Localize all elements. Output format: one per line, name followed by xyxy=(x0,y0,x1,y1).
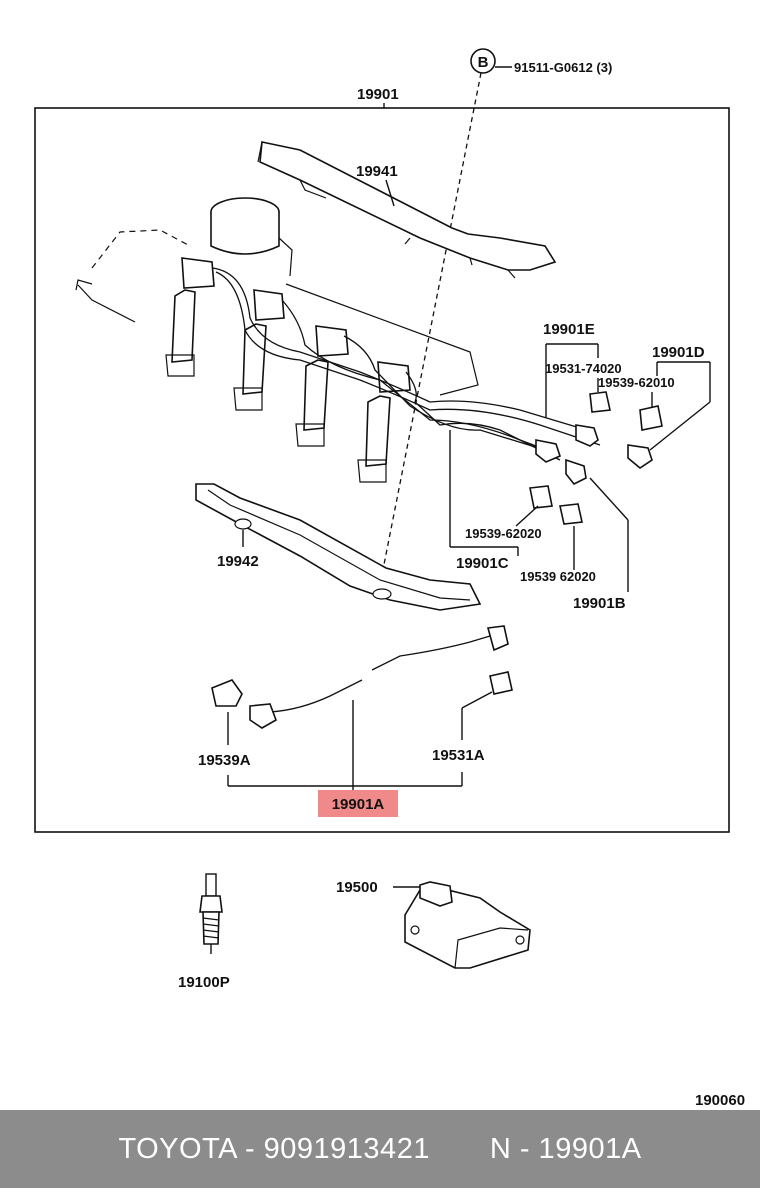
spark-plug-part xyxy=(199,873,223,954)
cord-end-c xyxy=(535,439,561,463)
label-cord-e: 19901E xyxy=(543,321,595,338)
cord-end-d xyxy=(627,444,653,469)
label-bolt: 91511-G0612 (3) xyxy=(514,60,612,75)
clamp-62020-b-part xyxy=(559,503,583,525)
label-clamp-a-left: 19539A xyxy=(198,752,251,769)
label-clamp-62020-b: 19539 62020 xyxy=(520,569,596,584)
label-clamp-62010: 19539-62010 xyxy=(598,375,675,390)
label-cord-c: 19901C xyxy=(456,555,509,572)
footer-part-info: TOYOTA - 9091913421 N - 19901A xyxy=(118,1132,642,1165)
engine-outline xyxy=(75,229,191,323)
highlight-box xyxy=(318,790,398,817)
label-cover-upper: 19941 xyxy=(356,163,398,180)
clamp-62010-part xyxy=(639,405,663,431)
label-cover-lower: 19942 xyxy=(217,553,259,570)
label-clamp-a-right: 19531A xyxy=(432,747,485,764)
label-set: 19901 xyxy=(357,86,399,103)
label-cord-d: 19901D xyxy=(652,344,705,361)
plug-tower-1 xyxy=(165,257,215,377)
cord-a-part xyxy=(249,625,509,729)
plug-tower-2 xyxy=(233,289,285,411)
ignition-coil-part xyxy=(404,881,531,969)
upper-cover-part xyxy=(257,141,557,279)
label-clamp-62020-c: 19539-62020 xyxy=(465,526,542,541)
lower-cover-part xyxy=(195,483,482,611)
label-clamp-74020: 19531-74020 xyxy=(545,361,622,376)
label-spark-plug: 19100P xyxy=(178,974,230,991)
clamp-62020-c-part xyxy=(529,485,553,509)
label-cord-a[interactable]: 19901A xyxy=(332,796,385,813)
clamp-a-left-part xyxy=(211,679,243,707)
cord-end-b xyxy=(565,458,587,486)
cord-bundle xyxy=(211,267,601,461)
parts-diagram: B 91511-G0612 (3) 19901 19941 xyxy=(34,48,745,1109)
label-coil: 19500 xyxy=(336,879,378,896)
figure-number: 190060 xyxy=(695,1092,745,1109)
plug-tower-3 xyxy=(295,325,349,447)
clamp-74020-part xyxy=(589,391,611,413)
clamp-a-right-part xyxy=(489,671,513,695)
svg-text:B: B xyxy=(478,54,489,71)
set-frame xyxy=(34,107,730,833)
distributor-part xyxy=(210,197,479,396)
callout-b-marker: B xyxy=(376,48,512,601)
footer-bar: TOYOTA - 9091913421 N - 19901A xyxy=(0,1110,760,1188)
cord-end-e xyxy=(575,424,599,447)
label-cord-b: 19901B xyxy=(573,595,626,612)
